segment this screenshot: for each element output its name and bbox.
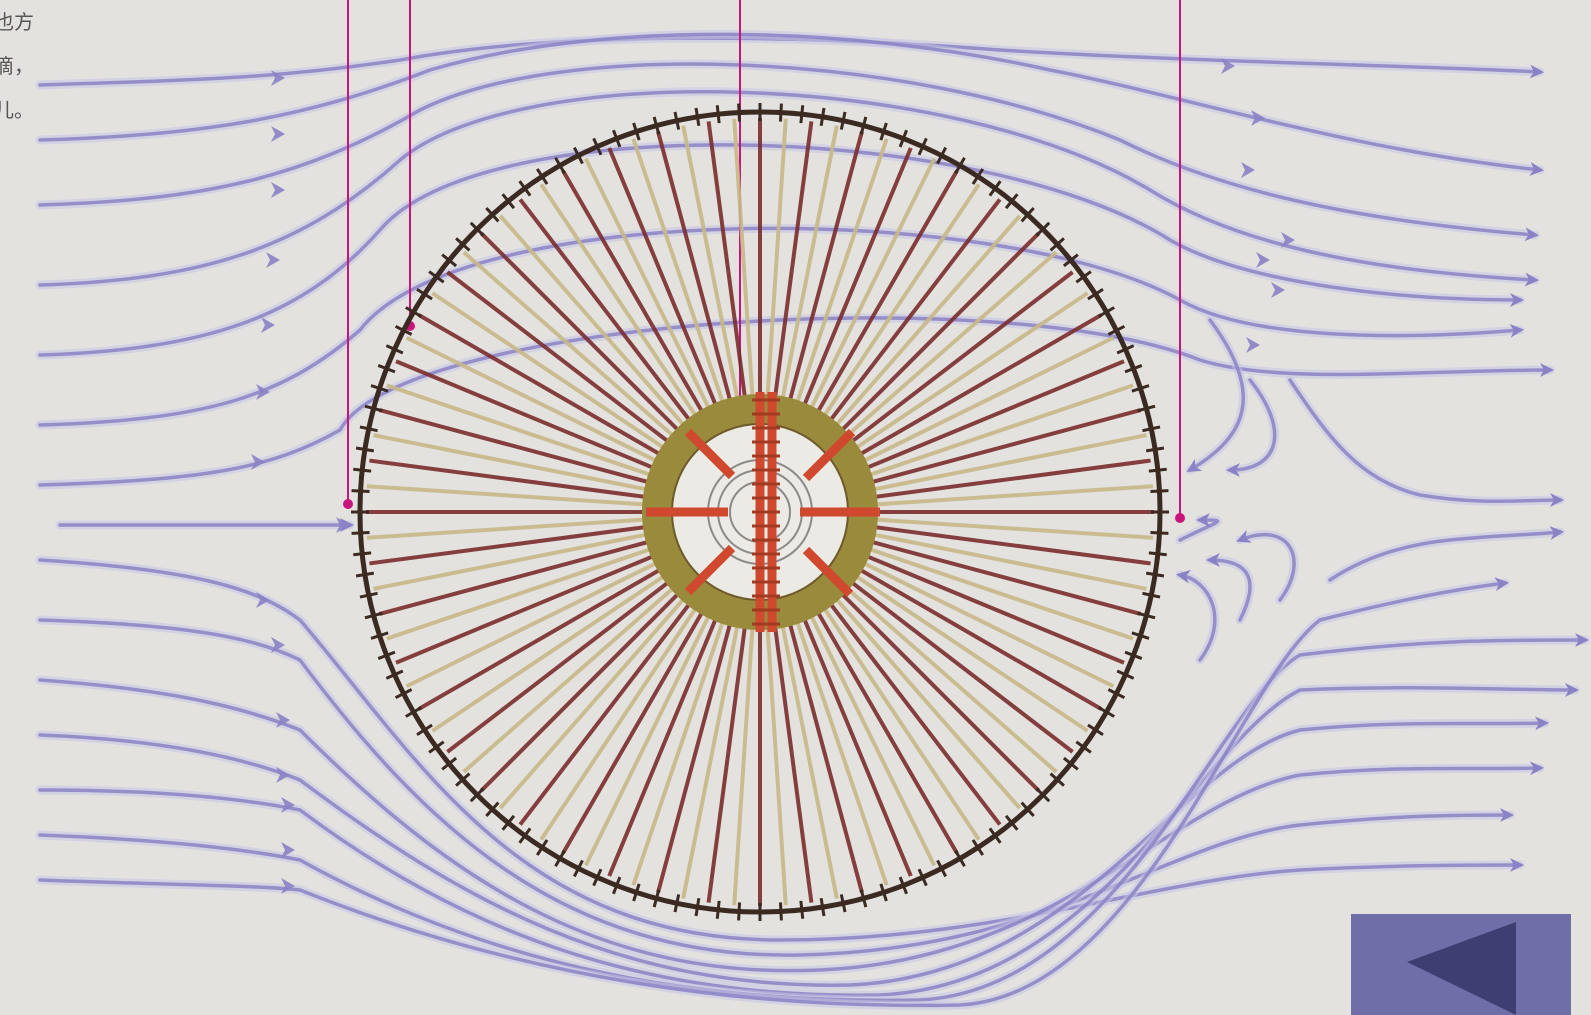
streamline-halo-1 [40, 38, 1540, 85]
rim-tick-65 [360, 427, 378, 431]
rim-tick-119 [1149, 469, 1167, 471]
rim-tick-32 [739, 902, 740, 920]
streamline-halo-10 [40, 620, 1510, 955]
spoke-24 [767, 620, 786, 905]
spoke-40 [432, 572, 669, 731]
spoke-15 [826, 598, 1000, 824]
spoke-13 [837, 589, 1039, 791]
spoke-85 [837, 233, 1039, 435]
leader-dot-4 [1175, 513, 1185, 523]
flow-arrowhead-18 [1241, 162, 1255, 178]
spoke-11 [846, 578, 1072, 752]
streamline-halo-13 [40, 688, 1575, 995]
spoke-45 [379, 540, 655, 614]
spoke-72 [734, 119, 753, 404]
spoke-21 [788, 617, 862, 893]
rim-tick-30 [780, 902, 781, 920]
flow-arrowhead-22 [1246, 337, 1260, 353]
spoke-51 [369, 461, 652, 498]
spoke-82 [820, 184, 979, 421]
spoke-93 [865, 410, 1141, 484]
rim-tick-88 [696, 108, 699, 126]
rim-tick-35 [675, 894, 679, 912]
rim-tick-117 [1142, 427, 1160, 431]
rim-tick-93 [801, 105, 803, 123]
spoke-77 [788, 131, 862, 407]
spoke-35 [520, 598, 694, 824]
spoke-34 [541, 602, 700, 839]
spoke-29 [658, 617, 732, 893]
rim-tick-89 [717, 105, 719, 123]
rim-tick-29 [801, 901, 803, 919]
spoke-74 [767, 119, 786, 404]
spoke-75 [774, 121, 811, 404]
rim-tick-5 [1142, 593, 1160, 597]
rim-tick-120 [1150, 491, 1168, 492]
spoke-58 [432, 293, 669, 452]
rim-tick-2 [1150, 532, 1168, 533]
rim-tick-95 [841, 112, 845, 130]
rim-tick-92 [780, 104, 781, 122]
spoke-16 [820, 602, 979, 839]
spoke-87 [846, 272, 1072, 446]
spoke-5 [865, 540, 1141, 614]
spoke-48 [367, 519, 652, 538]
rim-tick-62 [352, 491, 370, 492]
rim-tick-28 [821, 898, 824, 916]
spoke-95 [868, 461, 1151, 498]
flow-arrowhead-5 [261, 317, 275, 333]
rim-tick-63 [353, 469, 371, 471]
rim-tick-87 [675, 112, 679, 130]
flow-arrowhead-4 [266, 252, 280, 268]
streamline-17 [1330, 532, 1560, 580]
rim-tick-60 [352, 532, 370, 533]
rim-tick-27 [841, 894, 845, 912]
rim-tick-57 [360, 593, 378, 597]
rim-tick-4 [1146, 573, 1164, 576]
spoke-50 [367, 486, 652, 505]
rim-tick-58 [356, 573, 374, 576]
rim-tick-34 [696, 898, 699, 916]
streamline-halo-16 [1290, 380, 1560, 501]
spoke-3 [868, 526, 1151, 563]
spoke-27 [709, 620, 746, 903]
spoke-2 [868, 519, 1153, 538]
rim-tick-64 [356, 448, 374, 451]
spoke-37 [481, 589, 683, 791]
spoke-64 [541, 184, 700, 421]
spoked-wheel [351, 103, 1169, 921]
flow-arrowhead-21 [1271, 282, 1285, 298]
triangle-left-icon [1351, 914, 1571, 1015]
flow-arrowhead-2 [271, 126, 285, 142]
spoke-26 [734, 620, 753, 905]
spoke-61 [481, 233, 683, 435]
back-button[interactable] [1351, 914, 1571, 1015]
spoke-69 [658, 131, 732, 407]
rim-tick-94 [821, 108, 824, 126]
streamline-13 [40, 688, 1575, 995]
flow-arrowhead-3 [271, 182, 285, 198]
spoke-10 [850, 572, 1087, 731]
rim-tick-90 [739, 104, 740, 122]
spoke-47 [369, 526, 652, 563]
spoke-39 [447, 578, 673, 752]
streamline-10 [40, 620, 1510, 955]
rim-tick-59 [353, 553, 371, 555]
rim-tick-118 [1146, 448, 1164, 451]
spoke-96 [868, 486, 1153, 505]
rim-tick-3 [1149, 553, 1167, 555]
leader-dot-1 [343, 499, 353, 509]
flow-arrowhead-20 [1256, 252, 1270, 268]
rim-tick-33 [717, 901, 719, 919]
spoke-23 [774, 620, 811, 903]
spoke-53 [379, 410, 655, 484]
streamline-halo-19 [1190, 320, 1243, 470]
